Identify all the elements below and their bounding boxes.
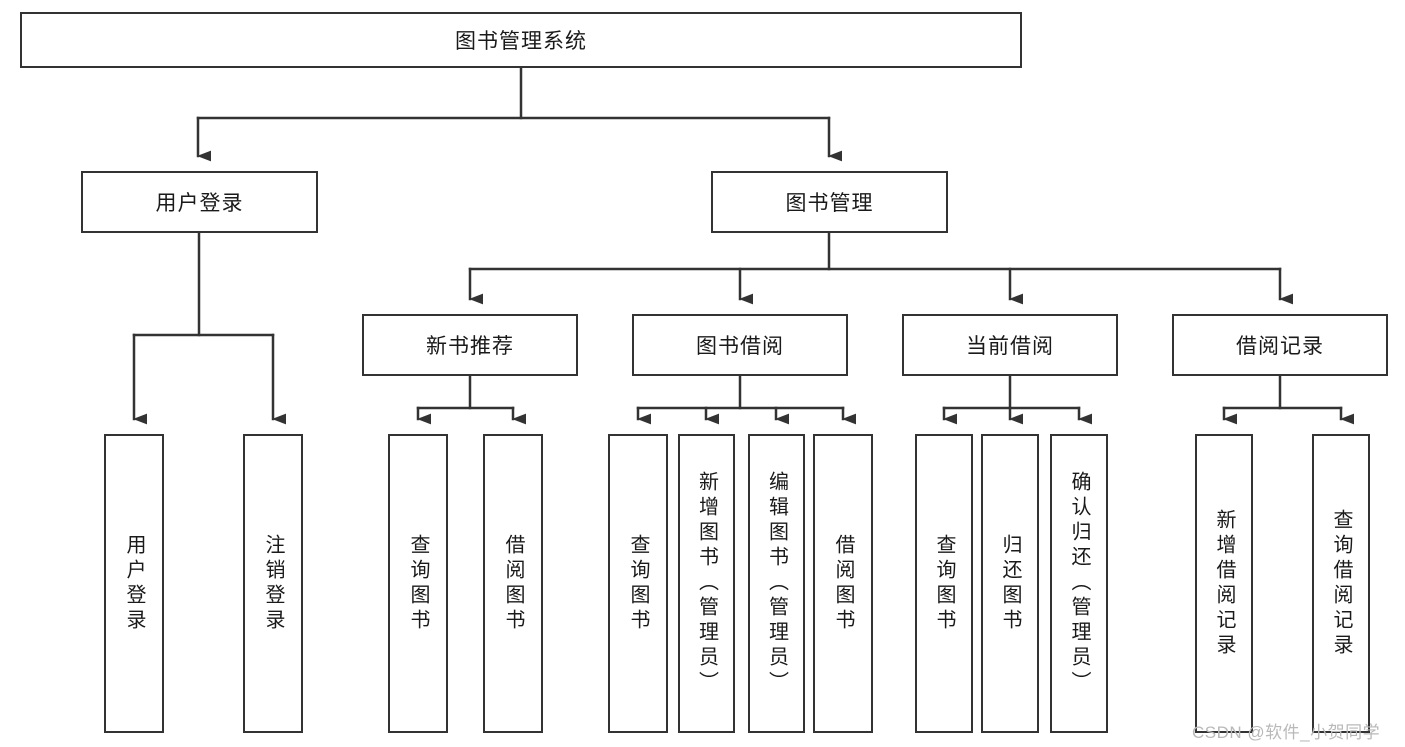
- node-leaf-logout[interactable]: 注销登录: [243, 434, 303, 733]
- node-label: 借阅记录: [1236, 335, 1324, 358]
- node-leaf-borrow-book-2[interactable]: 借阅图书: [813, 434, 873, 733]
- node-label: 图书借阅: [696, 335, 784, 358]
- node-label: 借阅图书: [502, 533, 524, 634]
- node-label: 查询图书: [933, 533, 955, 634]
- node-label: 确认归还（管理员）: [1068, 471, 1090, 696]
- node-label: 用户登录: [155, 192, 244, 215]
- node-label: 编辑图书（管理员）: [765, 471, 788, 696]
- node-leaf-return-book[interactable]: 归还图书: [981, 434, 1039, 733]
- node-book-manage[interactable]: 图书管理: [711, 171, 948, 233]
- node-borrow-record[interactable]: 借阅记录: [1172, 314, 1388, 376]
- node-label: 注销登录: [262, 533, 284, 634]
- node-leaf-add-book[interactable]: 新增图书（管理员）: [678, 434, 735, 733]
- node-label: 借阅图书: [832, 533, 854, 634]
- node-label: 新增借阅记录: [1213, 508, 1235, 659]
- node-leaf-borrow-book-1[interactable]: 借阅图书: [483, 434, 543, 733]
- node-label: 查询图书: [627, 533, 649, 634]
- node-label: 用户登录: [123, 533, 145, 634]
- node-label: 图书管理系统: [455, 30, 587, 53]
- node-label: 查询图书: [407, 533, 429, 634]
- node-leaf-user-login[interactable]: 用户登录: [104, 434, 164, 733]
- node-label: 查询借阅记录: [1330, 508, 1352, 659]
- node-system-title[interactable]: 图书管理系统: [20, 12, 1022, 68]
- node-new-book-recommend[interactable]: 新书推荐: [362, 314, 578, 376]
- node-user-login[interactable]: 用户登录: [81, 171, 318, 233]
- node-label: 归还图书: [999, 533, 1021, 634]
- node-label: 新增图书（管理员）: [695, 471, 718, 696]
- node-leaf-edit-book[interactable]: 编辑图书（管理员）: [748, 434, 805, 733]
- node-leaf-query-book-2[interactable]: 查询图书: [608, 434, 668, 733]
- node-book-borrow[interactable]: 图书借阅: [632, 314, 848, 376]
- node-label: 当前借阅: [966, 335, 1054, 358]
- node-leaf-confirm-return[interactable]: 确认归还（管理员）: [1050, 434, 1108, 733]
- node-leaf-query-book-3[interactable]: 查询图书: [915, 434, 973, 733]
- node-leaf-add-borrow-record[interactable]: 新增借阅记录: [1195, 434, 1253, 733]
- node-label: 新书推荐: [426, 335, 514, 358]
- node-leaf-query-book-1[interactable]: 查询图书: [388, 434, 448, 733]
- node-label: 图书管理: [785, 192, 874, 215]
- node-current-borrow[interactable]: 当前借阅: [902, 314, 1118, 376]
- csdn-watermark: CSDN @软件_小贺同学: [1192, 723, 1381, 742]
- node-leaf-query-borrow-record[interactable]: 查询借阅记录: [1312, 434, 1370, 733]
